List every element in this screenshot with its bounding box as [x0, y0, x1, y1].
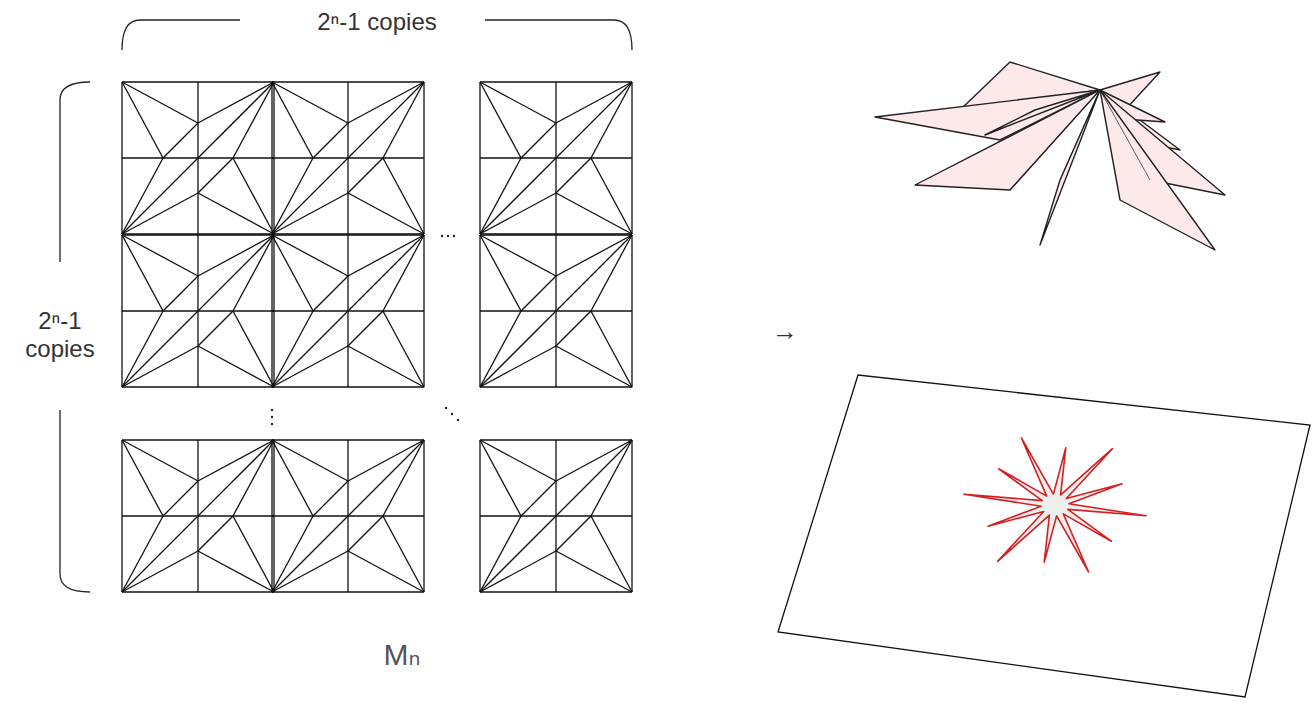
crease-line: [480, 82, 556, 123]
crease-line: [348, 193, 424, 234]
crease-line: [198, 346, 274, 387]
crease-line: [556, 440, 632, 481]
crease-line: [272, 82, 348, 123]
crease-line: [272, 235, 348, 276]
pattern-name: Mₙ: [384, 638, 421, 673]
crease-line: [272, 193, 348, 234]
crease-line: [556, 82, 632, 158]
crease-line: [272, 346, 348, 387]
crease-line: [198, 235, 274, 276]
folded-star-3d: [875, 62, 1225, 250]
crease-line: [480, 158, 556, 234]
crease-line: [122, 158, 198, 234]
crease-line: [198, 440, 274, 516]
crease-line: [480, 440, 556, 481]
crease-line: [556, 551, 632, 592]
crease-line: [198, 235, 274, 311]
bracket: [60, 20, 632, 592]
crease-line: [556, 346, 632, 387]
crease-line: [348, 235, 424, 311]
crease-line: [521, 481, 556, 516]
crease-line: [198, 551, 274, 592]
crease-line: [313, 123, 348, 158]
crease-line: [313, 481, 348, 516]
crease-line: [348, 158, 383, 193]
crease-line: [272, 440, 348, 481]
arrow-symbol: →: [772, 317, 798, 347]
crease-line: [163, 276, 198, 311]
crease-line: [348, 440, 424, 516]
plane-with-star: [778, 375, 1310, 697]
crease-line: [198, 516, 233, 551]
crease-line: [198, 82, 274, 158]
crease-line: [348, 551, 424, 592]
crease-line: [556, 158, 591, 193]
copies-count-label: 2ⁿ-1 copies: [317, 8, 436, 36]
crease-line: [521, 123, 556, 158]
crease-line: [163, 123, 198, 158]
copies-count-label: 2ⁿ-1 copies: [10, 307, 110, 362]
crease-line: [480, 193, 556, 234]
crease-line: [480, 311, 556, 387]
crease-line: [556, 440, 632, 516]
crease-line: [122, 235, 198, 276]
crease-line: [348, 440, 424, 481]
crease-line: [272, 516, 348, 592]
crease-line: [122, 311, 198, 387]
crease-line: [348, 311, 383, 346]
crease-line: [348, 82, 424, 123]
crease-line: [556, 235, 632, 311]
crease-line: [122, 346, 198, 387]
crease-line: [480, 346, 556, 387]
crease-line: [272, 158, 348, 234]
crease-line: [198, 311, 233, 346]
crease-line: [122, 82, 198, 123]
crease-line: [480, 516, 556, 592]
crease-line: [556, 82, 632, 123]
crease-line: [348, 516, 383, 551]
crease-line: [198, 440, 274, 481]
ellipsis-dots: [271, 235, 459, 425]
crease-line: [198, 82, 274, 123]
crease-line: [198, 193, 274, 234]
crease-line: [313, 276, 348, 311]
crease-line: [348, 346, 424, 387]
crease-line: [272, 311, 348, 387]
crease-line: [348, 235, 424, 276]
crease-line: [556, 193, 632, 234]
crease-pattern: [122, 82, 632, 592]
crease-line: [556, 311, 591, 346]
crease-line: [480, 551, 556, 592]
crease-line: [163, 481, 198, 516]
crease-line: [556, 516, 591, 551]
crease-line: [198, 158, 233, 193]
crease-line: [272, 551, 348, 592]
crease-line: [122, 551, 198, 592]
crease-line: [521, 276, 556, 311]
crease-line: [122, 193, 198, 234]
crease-line: [348, 82, 424, 158]
crease-line: [480, 235, 556, 276]
crease-line: [122, 516, 198, 592]
crease-line: [122, 440, 198, 481]
crease-line: [556, 235, 632, 276]
